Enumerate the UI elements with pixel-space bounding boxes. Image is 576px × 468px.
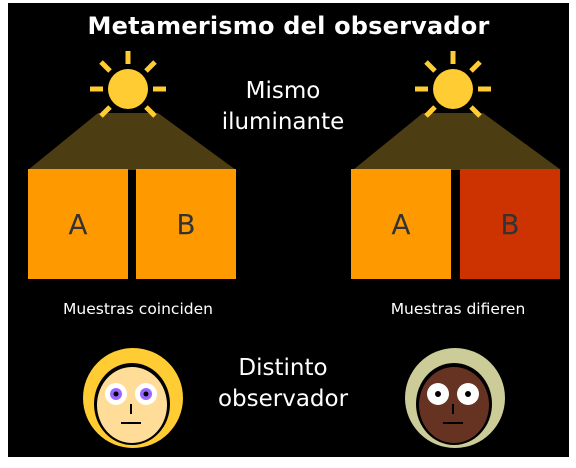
face-dark-observer-icon <box>405 348 505 448</box>
sample-b-right: B <box>460 169 560 279</box>
right-caption: Muestras difieren <box>390 300 526 318</box>
sample-a-left: A <box>28 169 128 279</box>
diagram-frame: Metamerismo del observador Mismo ilumina… <box>8 3 569 457</box>
light-beam-left <box>28 113 236 170</box>
left-caption: Muestras coinciden <box>63 300 213 318</box>
observer-label-line: Distinto <box>238 355 328 381</box>
sample-letter: B <box>176 207 196 241</box>
illuminant-label-line: Mismo <box>245 78 321 104</box>
face-light-observer-icon <box>83 348 183 448</box>
observer-label-line: observador <box>217 386 349 412</box>
sample-letter: B <box>500 207 520 241</box>
sun-icon <box>90 51 166 118</box>
sun-icon <box>415 51 491 118</box>
observer-label: Distinto observador <box>203 353 363 415</box>
sample-a-right: A <box>351 169 451 279</box>
sample-b-left: B <box>136 169 236 279</box>
sample-letter: A <box>391 207 411 241</box>
diagram-artwork <box>28 51 561 448</box>
illuminant-label: Mismo iluminante <box>208 76 358 138</box>
diagram-title: Metamerismo del observador <box>87 12 490 40</box>
light-beam-right <box>353 113 561 170</box>
illuminant-label-line: iluminante <box>221 109 345 135</box>
sample-letter: A <box>68 207 88 241</box>
